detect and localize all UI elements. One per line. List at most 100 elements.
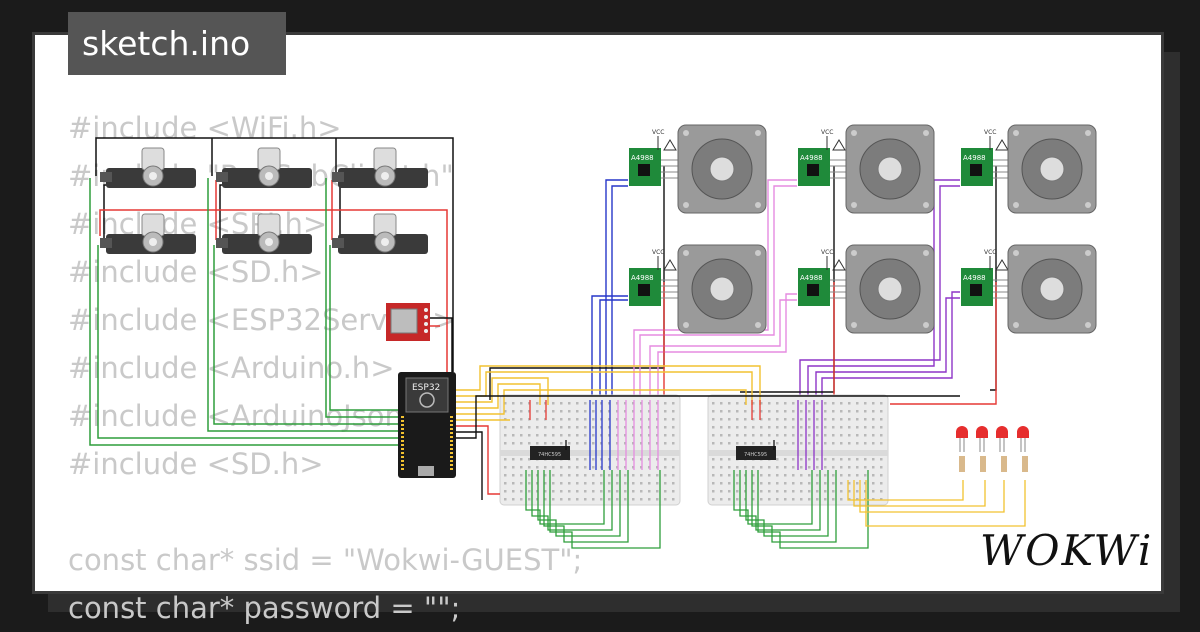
breadboard-hole: [520, 498, 523, 501]
esp32-pin: [450, 460, 453, 462]
breadboard-hole: [752, 466, 755, 469]
led-1: [956, 426, 968, 472]
breadboard-hole: [800, 442, 803, 445]
breadboard-hole: [768, 442, 771, 445]
esp32-pin: [450, 464, 453, 466]
breadboard-hole: [656, 426, 659, 429]
breadboard-hole: [864, 498, 867, 501]
breadboard-hole: [616, 418, 619, 421]
breadboard-hole: [608, 466, 611, 469]
breadboard-hole: [600, 498, 603, 501]
breadboard-hole: [640, 418, 643, 421]
breadboard-hole: [856, 466, 859, 469]
breadboard-hole: [504, 466, 507, 469]
breadboard-hole: [728, 410, 731, 413]
breadboard-hole: [720, 498, 723, 501]
breadboard-hole: [528, 442, 531, 445]
breadboard-hole: [856, 458, 859, 461]
breadboard-hole: [720, 434, 723, 437]
breadboard-hole: [672, 458, 675, 461]
breadboard-hole: [736, 482, 739, 485]
breadboard-hole: [728, 458, 731, 461]
breadboard-hole: [840, 458, 843, 461]
breadboard-hole: [768, 466, 771, 469]
breadboard-hole: [664, 442, 667, 445]
breadboard-hole: [848, 474, 851, 477]
breadboard-hole: [536, 490, 539, 493]
breadboard-hole: [544, 426, 547, 429]
esp32-pin: [450, 416, 453, 418]
breadboard-hole: [824, 458, 827, 461]
breadboard-hole: [576, 490, 579, 493]
breadboard-hole: [640, 490, 643, 493]
esp32-pin: [401, 416, 404, 418]
breadboard-hole: [712, 426, 715, 429]
esp32-pin: [450, 432, 453, 434]
breadboard-hole: [672, 434, 675, 437]
breadboard-hole: [528, 434, 531, 437]
breadboard-hole: [872, 410, 875, 413]
breadboard-hole: [584, 426, 587, 429]
shift-register-2: 74HC595: [736, 446, 776, 460]
breadboard-hole: [608, 458, 611, 461]
vcc-label: VCC: [984, 249, 996, 256]
breadboard-hole: [544, 498, 547, 501]
breadboard-hole: [768, 498, 771, 501]
breadboard-hole: [616, 434, 619, 437]
breadboard-hole: [584, 482, 587, 485]
breadboard-hole: [808, 482, 811, 485]
breadboard-hole: [656, 458, 659, 461]
breadboard-hole: [872, 490, 875, 493]
esp32-pin: [450, 424, 453, 426]
breadboard-hole: [808, 426, 811, 429]
breadboard-hole: [736, 418, 739, 421]
breadboard-hole: [880, 434, 883, 437]
esp32-pin: [450, 448, 453, 450]
breadboard-hole: [504, 442, 507, 445]
esp32-pin: [401, 468, 404, 470]
breadboard-hole: [848, 426, 851, 429]
stepper-motor-4: [677, 244, 767, 334]
breadboard-hole: [584, 402, 587, 405]
breadboard-hole: [800, 426, 803, 429]
breadboard-hole: [632, 434, 635, 437]
breadboard-hole: [544, 474, 547, 477]
breadboard-hole: [616, 442, 619, 445]
breadboard-hole: [552, 442, 555, 445]
breadboard-hole: [840, 490, 843, 493]
breadboard-hole: [664, 402, 667, 405]
breadboard-hole: [808, 442, 811, 445]
breadboard-hole: [512, 418, 515, 421]
breadboard-hole: [600, 482, 603, 485]
breadboard-hole: [576, 418, 579, 421]
breadboard-hole: [512, 498, 515, 501]
breadboard-hole: [824, 402, 827, 405]
breadboard-hole: [648, 458, 651, 461]
breadboard-hole: [848, 410, 851, 413]
breadboard-hole: [744, 498, 747, 501]
breadboard-hole: [640, 458, 643, 461]
breadboard-hole: [672, 482, 675, 485]
breadboard-hole: [608, 410, 611, 413]
breadboard-hole: [848, 458, 851, 461]
breadboard-hole: [520, 434, 523, 437]
breadboard-hole: [744, 490, 747, 493]
breadboard-hole: [600, 426, 603, 429]
driver-label: A4988: [800, 274, 823, 282]
breadboard-hole: [792, 426, 795, 429]
breadboard-hole: [576, 426, 579, 429]
breadboard-hole: [824, 418, 827, 421]
servo-motors: [100, 147, 428, 254]
breadboard-hole: [816, 490, 819, 493]
driver-2: A4988 VCC: [798, 129, 846, 186]
breadboard-hole: [720, 442, 723, 445]
breadboard-hole: [600, 418, 603, 421]
breadboard-hole: [640, 474, 643, 477]
breadboard-hole: [624, 482, 627, 485]
breadboard-hole: [792, 410, 795, 413]
breadboard-hole: [664, 466, 667, 469]
breadboard-hole: [504, 410, 507, 413]
breadboard-hole: [608, 498, 611, 501]
breadboard-hole: [776, 498, 779, 501]
